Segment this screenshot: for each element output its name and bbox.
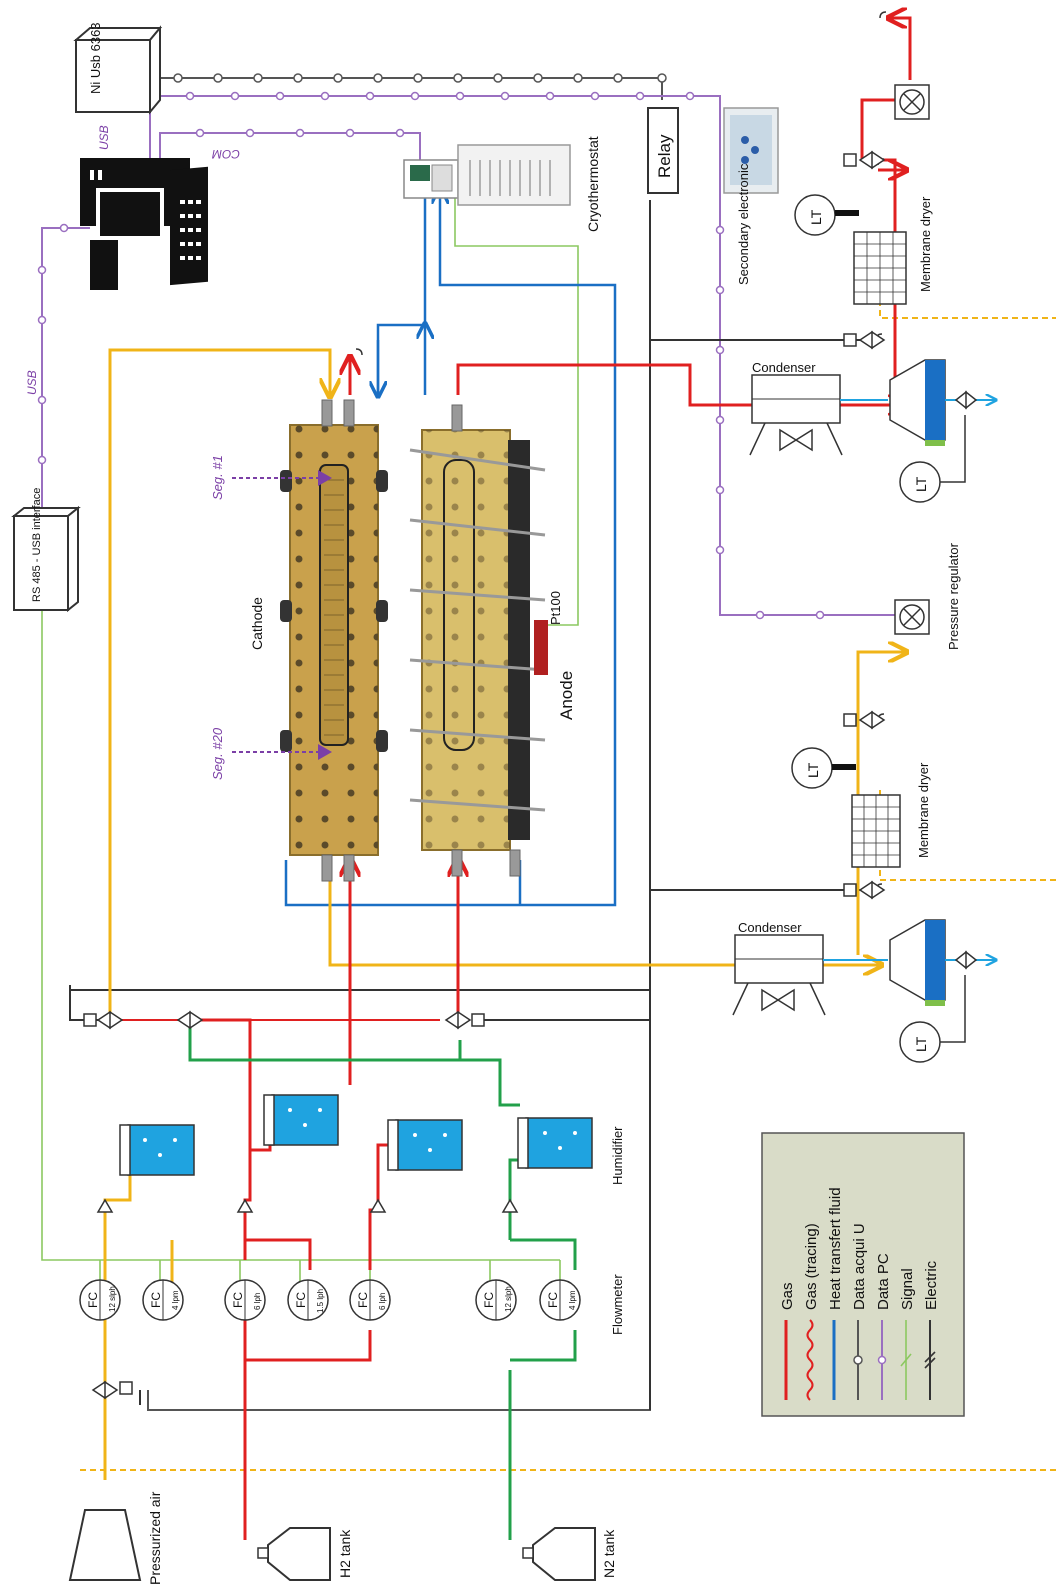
upper-membrane-dryer-label: Membrane dryer [918, 196, 933, 292]
fc-n2-12slph: FC 12 slph [476, 1280, 516, 1320]
fc-n2-4lpm: FC 4 lpm [540, 1280, 580, 1320]
relay-label: Relay [655, 134, 674, 178]
rs485-label: RS 485 - USB interface [31, 488, 43, 602]
svg-text:FC: FC [86, 1292, 100, 1308]
pt100-label: Pt100 [548, 591, 563, 625]
air-tank: Pressurized air [70, 1491, 163, 1585]
svg-text:6 lph: 6 lph [378, 1293, 387, 1310]
usb-left-label: USB [25, 370, 39, 395]
rs485-box: RS 485 - USB interface [14, 488, 78, 610]
upper-condenser: Condenser [750, 360, 842, 455]
svg-text:1.5 lph: 1.5 lph [316, 1289, 325, 1313]
lower-membrane-dryer: Membrane dryer [852, 762, 931, 867]
svg-text:LT: LT [805, 762, 821, 778]
seg1-label: Seg. #1 [210, 455, 225, 500]
upper-pressure-sensor [895, 85, 929, 119]
data-acqui-line [148, 78, 662, 1410]
svg-text:FC: FC [231, 1292, 245, 1308]
svg-text:FC: FC [149, 1292, 163, 1308]
svg-text:FC: FC [546, 1292, 560, 1308]
lower-condenser-label: Condenser [738, 920, 802, 935]
svg-text:4 lpm: 4 lpm [568, 1290, 577, 1310]
pressurized-air-label: Pressurized air [147, 1491, 163, 1585]
legend-data-acqui: Data acqui U [851, 1223, 868, 1310]
anode-label: Anode [557, 671, 576, 720]
relay-box: Relay [648, 108, 678, 193]
cathode-label: Cathode [249, 597, 265, 650]
svg-text:12 slph: 12 slph [504, 1286, 513, 1312]
lower-condenser: Condenser [733, 920, 825, 1015]
humidifier-label: Humidifier [610, 1126, 625, 1185]
seg20-label: Seg. #20 [210, 727, 225, 780]
lower-membrane-dryer-label: Membrane dryer [916, 762, 931, 858]
humidifier-h2-b [388, 1120, 462, 1170]
legend-heat-fluid: Heat transfert fluid [827, 1187, 844, 1310]
fc-air-4lpm: FC 4 lpm [143, 1280, 183, 1320]
legend-electric: Electric [923, 1260, 940, 1310]
computer-icon [80, 158, 208, 290]
fc-h2-6lph-b: FC 6 lph [350, 1280, 390, 1320]
svg-text:4 lpm: 4 lpm [171, 1290, 180, 1310]
humidifier-h2-a [264, 1095, 338, 1145]
ni-usb-label: Ni Usb 6363 [88, 22, 103, 94]
humidifier-air [120, 1125, 194, 1175]
svg-text:LT: LT [808, 209, 824, 225]
upper-lt-dryer: LT [795, 195, 859, 235]
check-valve-icons [98, 1200, 517, 1212]
legend: Gas Gas (tracing) Heat transfert fluid D… [762, 1133, 964, 1416]
anode-plate [410, 405, 548, 876]
com-label: COM [212, 147, 240, 161]
svg-text:6 lph: 6 lph [253, 1293, 262, 1310]
secondary-electronic-label: Secondary electronic [736, 163, 751, 285]
ni-usb-box: Ni Usb 6363 [76, 22, 160, 112]
legend-gas: Gas [779, 1282, 796, 1310]
svg-text:FC: FC [294, 1292, 308, 1308]
cryothermostat-label: Cryothermostat [585, 136, 601, 232]
h2-tank-label: H2 tank [337, 1529, 353, 1578]
svg-text:LT: LT [913, 476, 929, 492]
svg-text:LT: LT [913, 1036, 929, 1052]
secondary-electronic: Secondary electronic [724, 108, 778, 285]
usb-top-label: USB [97, 125, 111, 150]
n2-tank-label: N2 tank [601, 1529, 617, 1578]
flowmeter-label: Flowmeter [610, 1274, 625, 1335]
h2-tank: H2 tank [258, 1528, 353, 1580]
cryothermostat: Cryothermostat [404, 136, 601, 232]
legend-signal: Signal [899, 1268, 916, 1310]
n2-tank: N2 tank [523, 1528, 617, 1580]
svg-text:FC: FC [482, 1292, 496, 1308]
fc-air-12slph: FC 12 slph [80, 1280, 120, 1320]
pressure-regulator: Pressure regulator [895, 542, 961, 650]
lower-lt-dryer: LT [792, 748, 856, 788]
upper-condenser-label: Condenser [752, 360, 816, 375]
svg-text:12 slph: 12 slph [108, 1286, 117, 1312]
pressure-regulator-label: Pressure regulator [946, 542, 961, 650]
legend-gas-tracing: Gas (tracing) [803, 1223, 820, 1310]
fc-h2-6lph-a: FC 6 lph [225, 1280, 265, 1320]
legend-data-pc: Data PC [875, 1253, 892, 1310]
cathode-plate [280, 400, 388, 881]
svg-text:FC: FC [356, 1292, 370, 1308]
fc-h2-1-5lph: FC 1.5 lph [288, 1280, 328, 1320]
humidifier-n2 [518, 1118, 592, 1168]
